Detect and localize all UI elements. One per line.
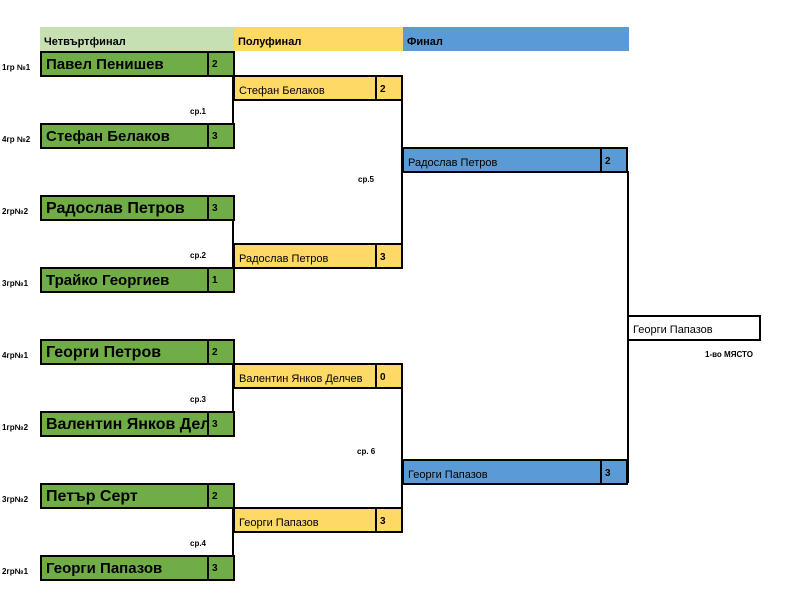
player-score: 3 (207, 413, 233, 435)
player-score: 3 (375, 509, 401, 531)
quarterfinal-player-4: Трайко Георгиев 1 (40, 267, 235, 293)
match-label-2: ср.2 (190, 251, 207, 260)
semifinal-player-2: Радослав Петров 3 (233, 243, 403, 269)
player-name: Георги Папазов (46, 560, 163, 577)
quarterfinal-player-6: Валентин Янков Делчев 3 (40, 411, 235, 437)
semifinal-header: Полуфинал (234, 27, 403, 51)
player-score: 3 (207, 125, 233, 147)
player-name: Трайко Георгиев (46, 272, 170, 289)
player-name: Стефан Белаков (239, 85, 325, 97)
seed-label: 1гр №1 (2, 63, 31, 72)
quarterfinal-player-1: Павел Пенишев 2 (40, 51, 235, 77)
quarterfinal-header: Четвъртфинал (40, 27, 234, 51)
final-player-2: Георги Папазов 3 (402, 459, 628, 485)
player-score: 3 (375, 245, 401, 267)
match-label-5: ср.5 (358, 175, 375, 184)
player-score: 2 (207, 341, 233, 363)
quarterfinal-player-7: Петър Серт 2 (40, 483, 235, 509)
player-score: 3 (600, 461, 626, 483)
seed-label: 3гр№1 (2, 279, 29, 288)
quarterfinal-player-2: Стефан Белаков 3 (40, 123, 235, 149)
seed-label: 4гр №2 (2, 135, 31, 144)
player-name: Петър Серт (46, 488, 138, 505)
player-name: Георги Папазов (239, 517, 319, 529)
player-score: 2 (207, 53, 233, 75)
match-label-1: ср.1 (190, 107, 207, 116)
player-name: Павел Пенишев (46, 56, 164, 73)
seed-label: 1гр№2 (2, 423, 29, 432)
quarterfinal-player-3: Радослав Петров 3 (40, 195, 235, 221)
player-name: Стефан Белаков (46, 128, 170, 145)
seed-label: 4гр№1 (2, 351, 29, 360)
seed-label: 3гр№2 (2, 495, 29, 504)
player-score: 2 (600, 149, 626, 171)
player-name: Радослав Петров (408, 157, 498, 169)
winner-place-label: 1-во МЯСТО (705, 350, 753, 359)
player-score: 3 (207, 197, 233, 219)
connector-sf-m5 (401, 99, 403, 267)
semifinal-player-3: Валентин Янков Делчев 0 (233, 363, 403, 389)
match-label-4: ср.4 (190, 539, 207, 548)
connector-qf-m4 (232, 507, 234, 579)
quarterfinal-player-5: Георги Петров 2 (40, 339, 235, 365)
quarterfinal-player-8: Георги Папазов 3 (40, 555, 235, 581)
winner-cell: Георги Папазов (627, 315, 761, 341)
match-label-3: ср.3 (190, 395, 207, 404)
player-score: 3 (207, 557, 233, 579)
player-name: Валентин Янков Делчев (239, 373, 363, 385)
player-score: 0 (375, 365, 401, 387)
player-score: 1 (207, 269, 233, 291)
player-score: 2 (375, 77, 401, 99)
connector-qf-m3 (232, 363, 234, 435)
seed-label: 2гр№2 (2, 207, 29, 216)
player-name: Георги Папазов (408, 469, 488, 481)
player-name: Радослав Петров (46, 200, 185, 217)
semifinal-player-4: Георги Папазов 3 (233, 507, 403, 533)
seed-label: 2гр№1 (2, 567, 29, 576)
connector-qf-m1 (232, 75, 234, 147)
final-header: Финал (403, 27, 629, 51)
player-score: 2 (207, 485, 233, 507)
player-name: Георги Петров (46, 344, 162, 361)
player-name: Радослав Петров (239, 253, 329, 265)
player-name: Валентин Янков Делчев (46, 416, 207, 433)
final-player-1: Радослав Петров 2 (402, 147, 628, 173)
semifinal-player-1: Стефан Белаков 2 (233, 75, 403, 101)
match-label-6: ср. 6 (357, 447, 376, 456)
